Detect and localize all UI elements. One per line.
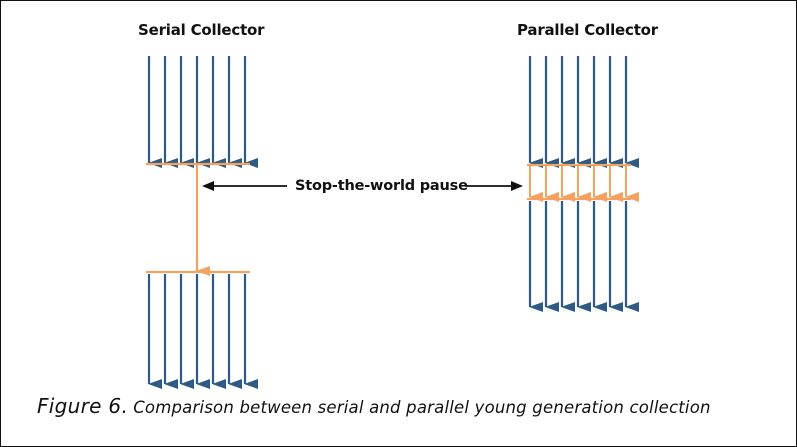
parallel-threads-after — [528, 201, 639, 312]
pause-arrow-left-head — [202, 181, 214, 191]
parallel-collector-title: Parallel Collector — [517, 21, 658, 39]
parallel-gc-threads — [529, 166, 639, 202]
figure-caption-prefix: Figure 6. — [37, 394, 129, 418]
figure-caption: Figure 6. Comparison between serial and … — [37, 394, 711, 418]
serial-threads-after — [147, 274, 258, 389]
stop-the-world-pause-label: Stop-the-world pause — [295, 178, 468, 194]
pause-arrow-right-head — [511, 181, 523, 191]
figure-caption-text: Comparison between serial and parallel y… — [133, 398, 711, 417]
serial-threads-before — [147, 56, 258, 168]
parallel-threads-before — [528, 56, 639, 168]
serial-collector-title: Serial Collector — [138, 21, 265, 39]
pause-double-arrow — [202, 181, 523, 191]
